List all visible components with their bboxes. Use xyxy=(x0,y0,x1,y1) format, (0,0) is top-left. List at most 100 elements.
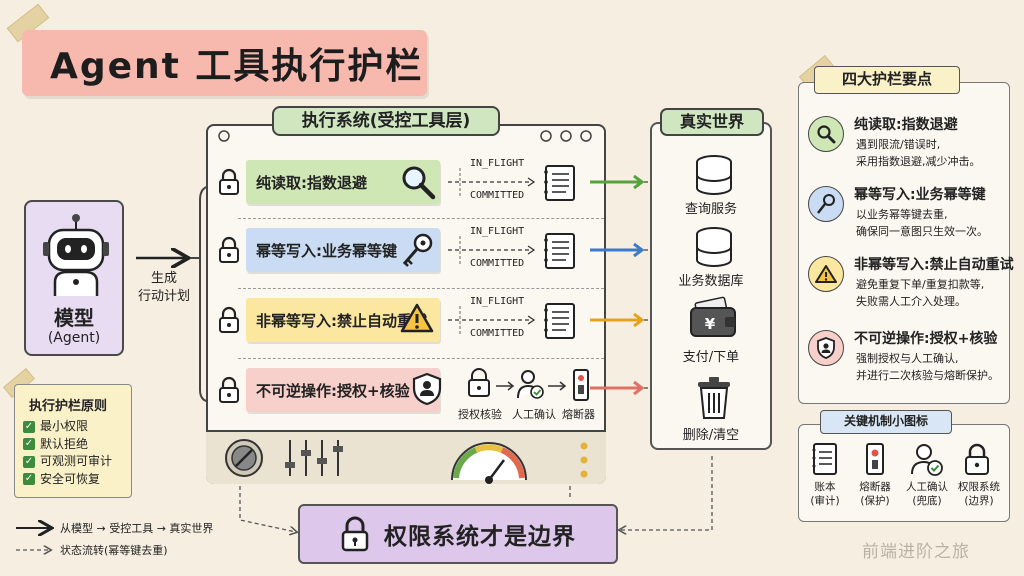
state-committed: COMMITTED xyxy=(470,190,525,201)
human-confirm-icon xyxy=(911,444,943,476)
world-label-payment: 支付/下单 xyxy=(682,350,740,365)
principle-item: ✓默认拒绝 xyxy=(23,436,89,451)
lane-label: 非幂等写入:禁止自动重试 xyxy=(256,311,427,330)
mechanism-name: 人工确认 xyxy=(906,481,948,493)
principles-title: 执行护栏原则 xyxy=(29,399,108,414)
point-heading: 纯读取:指数退避 xyxy=(854,117,958,133)
state-in-flight: IN_FLIGHT xyxy=(470,226,525,237)
agent-name: 模型 xyxy=(54,306,94,330)
database-icon xyxy=(696,155,732,195)
permission-boundary: 权限系统才是边界 xyxy=(298,504,618,564)
wallet-icon: ¥ xyxy=(690,296,736,337)
row-divider xyxy=(238,288,604,289)
point-body: 遇到限流/错误时, xyxy=(856,138,941,151)
boundary-text: 权限系统才是边界 xyxy=(384,524,576,550)
slider-controls-icon xyxy=(285,440,343,476)
point-body: 并进行二次核验与熔断保护。 xyxy=(856,369,999,382)
point-heading: 不可逆操作:授权+核验 xyxy=(854,331,998,347)
watermark: 前端进阶之旅 xyxy=(862,542,970,562)
shield-user-icon xyxy=(808,330,844,366)
key-icon xyxy=(400,232,434,272)
magnifier-icon xyxy=(400,164,436,204)
shield-user-icon xyxy=(412,372,442,410)
trash-icon xyxy=(698,377,730,419)
mechanism-name: 账本 xyxy=(814,481,836,493)
principle-item: ✓最小权限 xyxy=(23,419,89,433)
circuit-breaker-icon xyxy=(866,443,884,475)
world-label-query: 查询服务 xyxy=(684,202,737,217)
magnifier-icon xyxy=(808,116,844,152)
point-body: 确保同一意图只生效一次。 xyxy=(856,225,988,238)
exec-title: 执行系统(受控工具层) xyxy=(272,106,500,136)
check-label-human: 人工确认 xyxy=(512,408,556,421)
state-in-flight: IN_FLIGHT xyxy=(470,296,525,307)
warning-icon xyxy=(400,302,434,338)
mechanism-role: (保护) xyxy=(860,495,890,507)
warning-icon xyxy=(808,256,844,292)
page-title-banner: Agent 工具执行护栏 xyxy=(22,30,427,96)
mechanism-role: (边界) xyxy=(964,495,994,507)
checkbox-icon: ✓ xyxy=(23,473,35,486)
lane-label: 纯读取:指数退避 xyxy=(256,173,367,192)
mechanism-label: 账本 (审计) xyxy=(799,480,851,508)
svg-text:¥: ¥ xyxy=(705,315,716,333)
world-label-database: 业务数据库 xyxy=(678,274,744,289)
lane-label: 幂等写入:业务幂等键 xyxy=(256,241,397,260)
checkbox-icon: ✓ xyxy=(23,455,35,468)
lane-flow xyxy=(448,165,674,201)
point-body: 以业务幂等键去重, xyxy=(856,208,948,221)
window-dot-left xyxy=(218,130,230,142)
lane-lock-icon xyxy=(218,168,240,200)
plan-label: 生成 行动计划 xyxy=(134,270,194,306)
key-points-title: 四大护栏要点 xyxy=(814,66,960,94)
mechanism-title: 关键机制小图标 xyxy=(820,410,952,434)
lane-label: 不可逆操作:授权+核验 xyxy=(256,381,410,400)
state-committed: COMMITTED xyxy=(470,328,525,339)
checkbox-icon: ✓ xyxy=(23,420,35,433)
plan-label-text: 生成 行动计划 xyxy=(137,271,190,304)
lane-lock-icon xyxy=(218,236,240,268)
principles-note: 执行护栏原则 ✓最小权限 ✓默认拒绝 ✓可观测可审计 ✓安全可恢复 xyxy=(14,384,132,498)
check-label-auth: 授权核验 xyxy=(458,408,502,421)
agent-subtitle: (Agent) xyxy=(47,330,101,346)
lane-lock-icon xyxy=(218,376,240,408)
row-divider xyxy=(238,358,604,359)
control-knob-icon xyxy=(225,439,263,477)
mechanism-label: 人工确认(兜底) xyxy=(901,480,953,508)
window-controls xyxy=(540,130,592,142)
ledger-icon xyxy=(812,443,837,475)
mechanism-name: 权限系统 xyxy=(958,481,1000,493)
robot-icon xyxy=(43,214,109,296)
check-label-breaker: 熔断器 xyxy=(562,408,595,421)
point-heading: 非幂等写入:禁止自动重试 xyxy=(854,257,1014,273)
real-world-title: 真实世界 xyxy=(660,108,764,136)
state-committed: COMMITTED xyxy=(470,258,525,269)
point-body: 采用指数退避,减少冲击。 xyxy=(856,155,981,168)
row-divider xyxy=(238,218,604,219)
agent-card: 模型 (Agent) xyxy=(24,200,124,356)
key-icon xyxy=(808,186,844,222)
point-heading: 幂等写入:业务幂等键 xyxy=(854,187,986,203)
mechanism-label: 权限系统 (边界) xyxy=(953,480,1005,508)
page-title: Agent 工具执行护栏 xyxy=(50,46,424,87)
principle-item: ✓可观测可审计 xyxy=(23,454,113,468)
control-panel xyxy=(206,430,606,484)
legend-solid: 从模型 → 受控工具 → 真实世界 xyxy=(60,522,214,535)
mechanism-role: (审计) xyxy=(810,495,840,507)
irreversible-check-flow xyxy=(468,368,674,401)
lock-icon xyxy=(965,443,989,475)
database-icon xyxy=(696,227,732,267)
world-label-delete: 删除/清空 xyxy=(682,428,740,443)
lane-lock-icon xyxy=(218,306,240,338)
lock-icon xyxy=(341,516,369,552)
legend-dashed: 状态流转(幂等键去重) xyxy=(60,544,168,557)
lane-card: 不可逆操作:授权+核验 xyxy=(246,368,440,412)
mechanism-name: 熔断器 xyxy=(859,481,891,493)
point-body: 避免重复下单/重复扣款等, xyxy=(856,278,985,291)
state-in-flight: IN_FLIGHT xyxy=(470,158,525,169)
gauge-icon xyxy=(451,442,527,484)
lane-flow xyxy=(448,233,674,269)
point-body: 失败需人工介入处理。 xyxy=(856,295,966,308)
point-body: 强制授权与人工确认, xyxy=(856,352,959,365)
